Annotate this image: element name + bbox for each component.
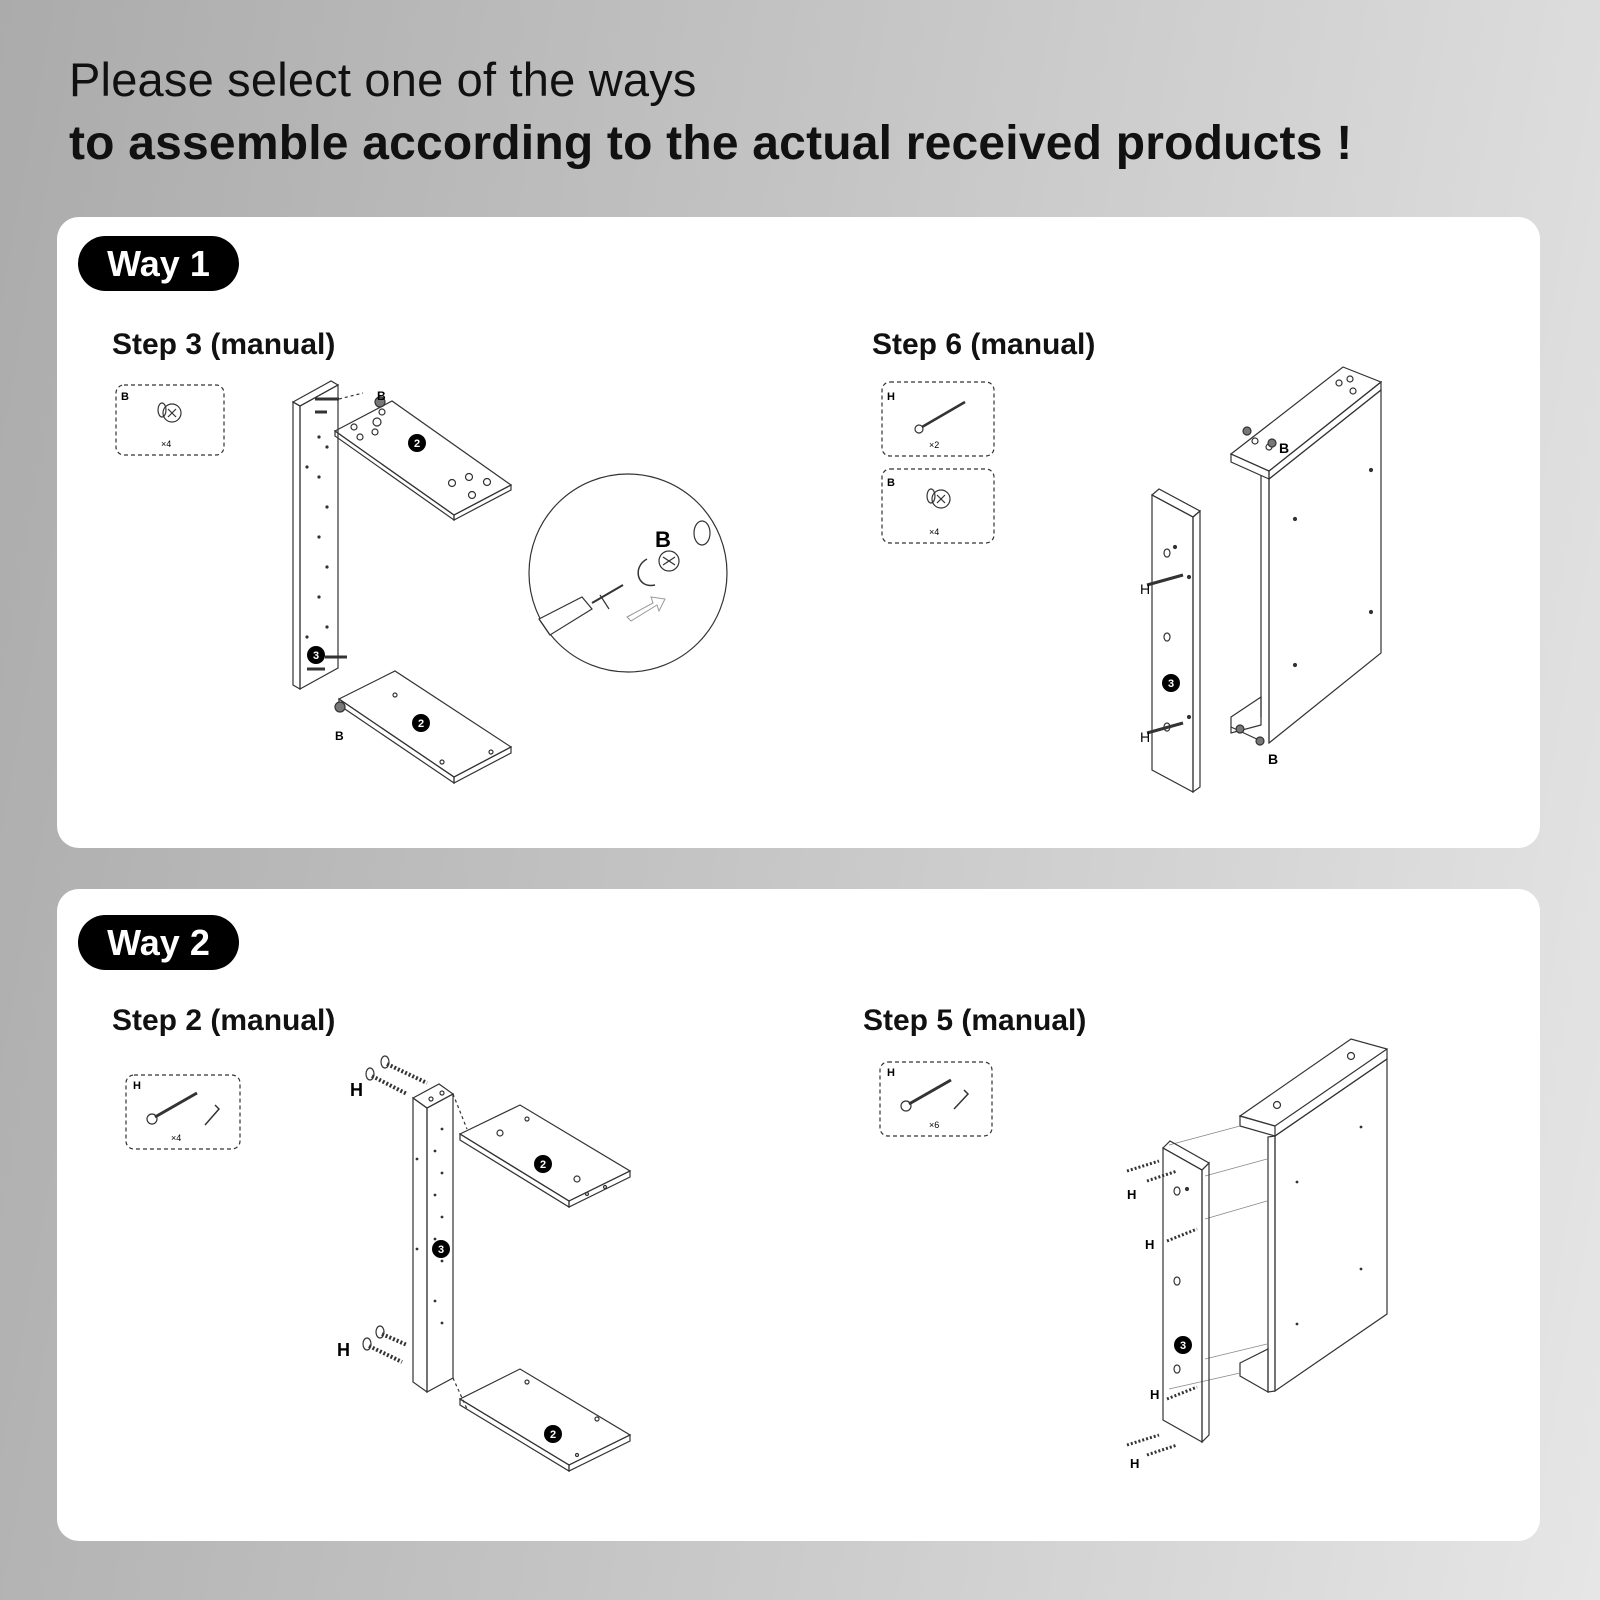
badge-panel-3-step5: 3 bbox=[1174, 1336, 1192, 1354]
headline-line2: to assemble according to the actual rece… bbox=[69, 116, 1352, 171]
way1-step6-part-qty-b: ×4 bbox=[929, 527, 939, 537]
hw-label-h1: H bbox=[1140, 581, 1150, 597]
way1-step6-parts-box-b bbox=[881, 468, 995, 544]
screw-icon bbox=[914, 400, 966, 434]
headline-exclaim: ! bbox=[1336, 117, 1353, 170]
way2-step5-title: Step 5 (manual) bbox=[863, 1004, 1087, 1037]
hw-label-b2: B bbox=[335, 729, 344, 743]
hw-label-b1: B bbox=[377, 389, 386, 403]
hw-label-h-top: H bbox=[350, 1080, 363, 1100]
way2-step5-parts-box bbox=[879, 1061, 993, 1137]
badge-panel-3: 3 bbox=[432, 1240, 450, 1258]
screws-top bbox=[365, 1055, 428, 1096]
way1-step6-part-qty-h: ×2 bbox=[929, 440, 939, 450]
badge-panel-2-bottom: 2 bbox=[544, 1425, 562, 1443]
badge-panel-3-step6: 3 bbox=[1162, 674, 1180, 692]
way1-step3-part-letter: B bbox=[121, 391, 129, 403]
hw-label-h5-4: H bbox=[1130, 1456, 1139, 1471]
screwdriver-icon bbox=[538, 584, 624, 636]
way1-step6-part-letter-h: H bbox=[887, 391, 895, 403]
svg-text:3: 3 bbox=[1168, 678, 1174, 690]
hw-label-h5-1: H bbox=[1127, 1187, 1136, 1202]
panel-2-bottom bbox=[458, 1368, 632, 1473]
svg-text:3: 3 bbox=[438, 1244, 444, 1256]
svg-text:3: 3 bbox=[313, 650, 319, 662]
badge-panel-2-top: 2 bbox=[408, 434, 426, 452]
way2-step2-parts-box bbox=[125, 1074, 241, 1150]
badge-panel-3: 3 bbox=[307, 646, 325, 664]
cam-lock-icon bbox=[926, 488, 951, 509]
way2-badge: Way 2 bbox=[78, 915, 239, 970]
hw-label-h-bottom: H bbox=[337, 1340, 350, 1360]
svg-text:2: 2 bbox=[550, 1429, 556, 1441]
way2-step5-part-qty: ×6 bbox=[929, 1120, 939, 1130]
way2-step2-part-letter: H bbox=[133, 1080, 141, 1092]
hw-label-h5-3: H bbox=[1150, 1387, 1159, 1402]
way1-step6-title: Step 6 (manual) bbox=[872, 328, 1096, 361]
way2-diagram: H ×4 H ×6 H H H H H H 2 2 3 3 bbox=[125, 1038, 1389, 1473]
svg-text:2: 2 bbox=[414, 438, 420, 450]
way2-step2-title: Step 2 (manual) bbox=[112, 1004, 336, 1037]
way1-badge: Way 1 bbox=[78, 236, 239, 291]
badge-panel-2-bottom: 2 bbox=[412, 714, 430, 732]
panel-2-top bbox=[458, 1104, 632, 1209]
detail-label-b: B bbox=[655, 527, 671, 552]
hw-label-h5-2: H bbox=[1145, 1237, 1154, 1252]
panel-3-loose bbox=[1150, 488, 1202, 794]
svg-text:2: 2 bbox=[540, 1159, 546, 1171]
cabinet-frame bbox=[1229, 366, 1383, 745]
allen-key-icon bbox=[204, 1104, 221, 1126]
panel-2-top bbox=[333, 400, 513, 522]
way1-diagram: B ×4 H ×2 B ×4 B B B B B H H 2 2 3 3 bbox=[115, 366, 1383, 794]
cabinet-frame bbox=[1238, 1038, 1389, 1394]
screws-step5 bbox=[1126, 1159, 1198, 1457]
headline-line1: Please select one of the ways bbox=[69, 53, 697, 106]
panel-3-loose bbox=[1162, 1140, 1210, 1444]
panel-3-vertical bbox=[291, 380, 340, 691]
alignment-lines bbox=[1168, 1125, 1268, 1390]
cam-bolts bbox=[307, 392, 364, 671]
way1-step6-part-letter-b: B bbox=[887, 477, 895, 489]
headline-line2-text: to assemble according to the actual rece… bbox=[69, 117, 1323, 170]
way1-step3-title: Step 3 (manual) bbox=[112, 328, 336, 361]
way2-step2-part-qty: ×4 bbox=[171, 1133, 181, 1143]
screws-bottom bbox=[362, 1325, 408, 1364]
badge-panel-2-top: 2 bbox=[534, 1155, 552, 1173]
way2-panel: Way 2 Step 2 (manual) Step 5 (manual) bbox=[57, 889, 1540, 1541]
svg-text:2: 2 bbox=[418, 718, 424, 730]
hw-label-b4: B bbox=[1268, 751, 1278, 767]
screw-icon bbox=[900, 1078, 952, 1112]
way1-step3-parts-box bbox=[115, 384, 225, 456]
way2-step5-part-letter: H bbox=[887, 1067, 895, 1079]
way1-step6-parts-box-h bbox=[881, 381, 995, 457]
hw-label-h2: H bbox=[1140, 729, 1150, 745]
screw-icon bbox=[146, 1091, 198, 1125]
cam-lock-icon bbox=[157, 402, 182, 423]
hw-label-b3: B bbox=[1279, 440, 1289, 456]
allen-key-icon bbox=[953, 1089, 970, 1110]
detail-circle bbox=[528, 473, 728, 673]
svg-text:3: 3 bbox=[1180, 1340, 1186, 1352]
panel-3-vertical bbox=[411, 1083, 455, 1394]
way1-step3-part-qty: ×4 bbox=[161, 439, 171, 449]
way1-panel: Way 1 Step 3 (manual) Step 6 (manual) bbox=[57, 217, 1540, 848]
